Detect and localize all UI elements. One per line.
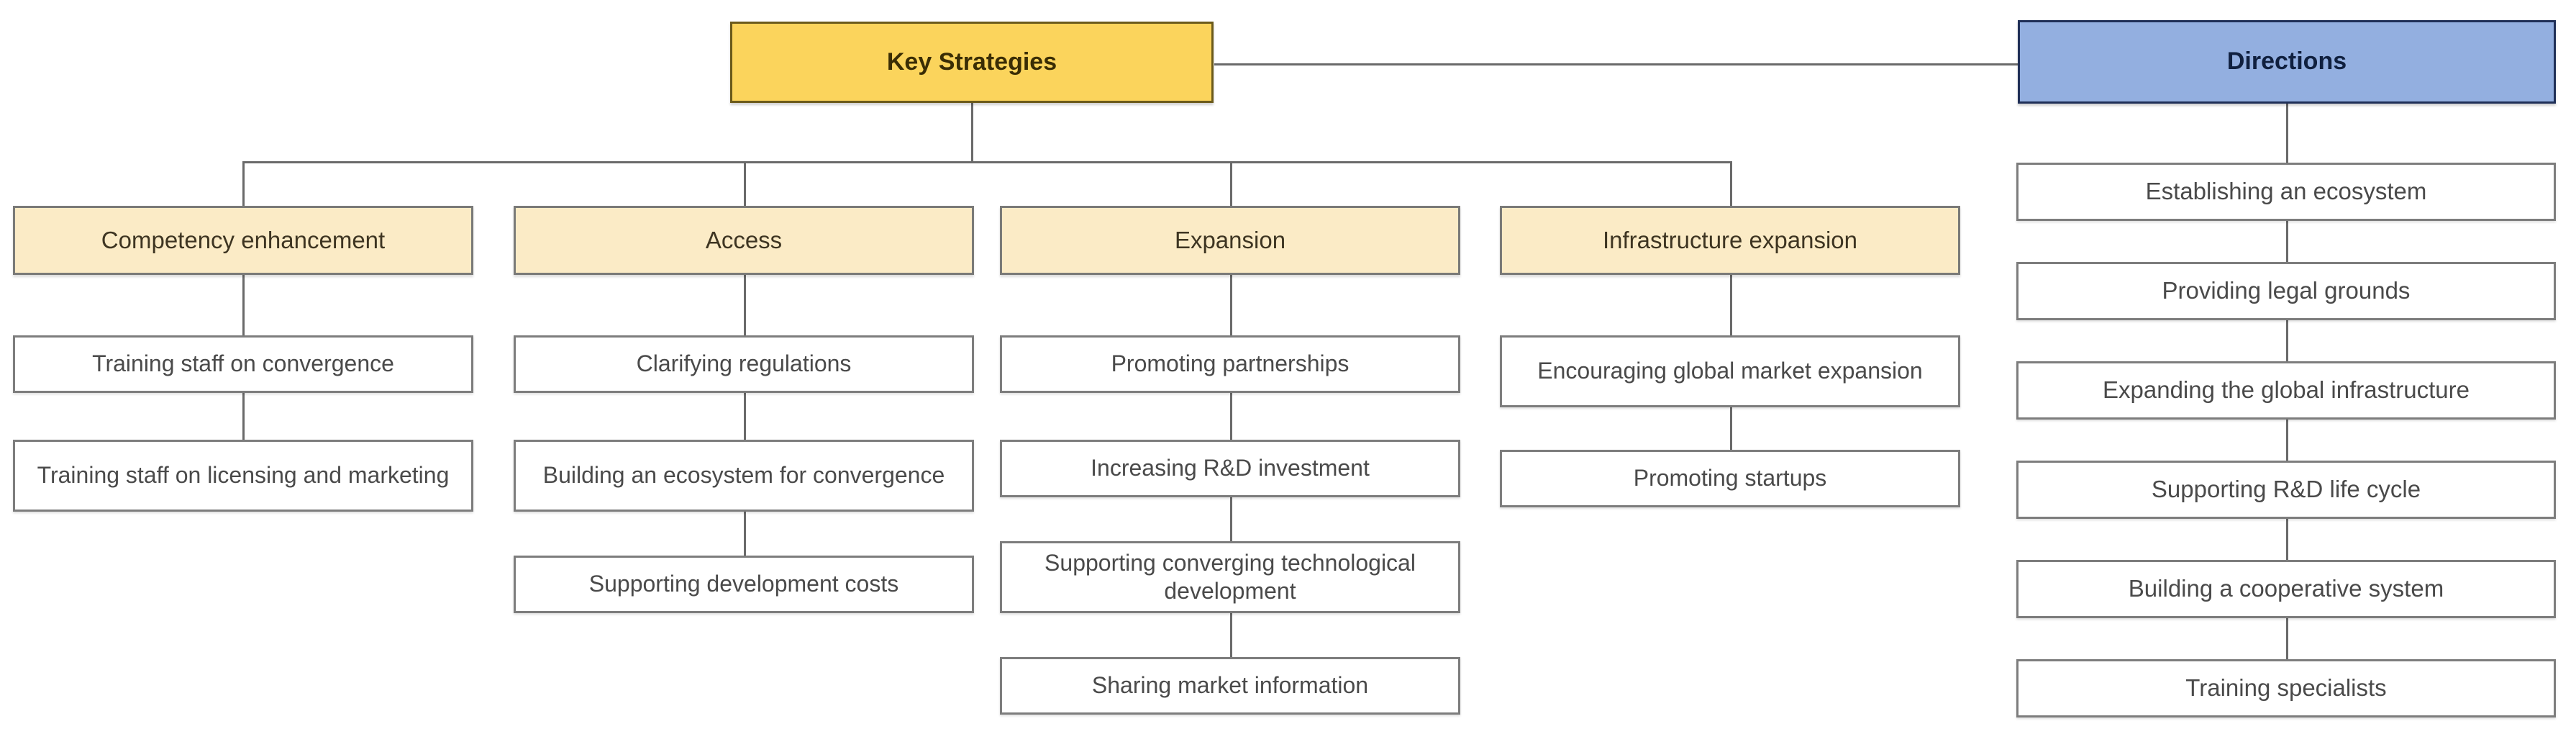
leaf-node-label: Supporting converging technological deve…	[1044, 549, 1416, 604]
leaf-node-label: Promoting partnerships	[1111, 350, 1350, 377]
root-node-directions-label: Directions	[2226, 47, 2347, 76]
leaf-node[interactable]: Supporting converging technological deve…	[1000, 541, 1460, 613]
leaf-node[interactable]: Training staff on licensing and marketin…	[13, 440, 473, 512]
category-header-competency-enhancement[interactable]: Competency enhancement	[13, 206, 473, 275]
category-header-infrastructure-expansion[interactable]: Infrastructure expansion	[1500, 206, 1960, 275]
connector-strategies-to-directions	[1214, 63, 2020, 65]
category-header-label: Competency enhancement	[101, 226, 386, 253]
leaf-node-label: Encouraging global market expansion	[1537, 358, 1923, 384]
leaf-node-label: Training staff on licensing and marketin…	[37, 462, 450, 489]
leaf-node-label: Clarifying regulations	[636, 350, 852, 377]
direction-node-label: Expanding the global infrastructure	[2103, 376, 2470, 404]
leaf-node-label: Building an ecosystem for convergence	[542, 462, 945, 489]
direction-node-label: Building a cooperative system	[2128, 575, 2444, 602]
leaf-node[interactable]: Training staff on convergence	[13, 335, 473, 393]
direction-node[interactable]: Establishing an ecosystem	[2016, 163, 2556, 221]
root-node-key-strategies[interactable]: Key Strategies	[730, 22, 1214, 103]
category-header-label: Expansion	[1174, 226, 1286, 253]
connector-drop-col2	[744, 161, 746, 206]
connector-category-bus	[242, 161, 1731, 163]
leaf-node[interactable]: Promoting partnerships	[1000, 335, 1460, 393]
leaf-node[interactable]: Building an ecosystem for convergence	[514, 440, 974, 512]
root-node-key-strategies-label: Key Strategies	[886, 47, 1057, 76]
leaf-node[interactable]: Sharing market information	[1000, 657, 1460, 715]
connector-spine-col2	[744, 273, 746, 590]
leaf-node[interactable]: Clarifying regulations	[514, 335, 974, 393]
category-header-label: Access	[705, 226, 783, 253]
direction-node-label: Training specialists	[2185, 674, 2387, 702]
connector-drop-col3	[1230, 161, 1232, 206]
leaf-node[interactable]: Promoting startups	[1500, 450, 1960, 507]
connector-drop-col1	[242, 161, 245, 206]
direction-node[interactable]: Training specialists	[2016, 659, 2556, 717]
direction-node-label: Providing legal grounds	[2162, 277, 2411, 304]
direction-node[interactable]: Building a cooperative system	[2016, 560, 2556, 618]
direction-node[interactable]: Supporting R&D life cycle	[2016, 461, 2556, 519]
leaf-node-label: Promoting startups	[1633, 465, 1827, 492]
leaf-node-label: Supporting development costs	[588, 571, 899, 597]
direction-node[interactable]: Providing legal grounds	[2016, 262, 2556, 320]
leaf-node-label: Sharing market information	[1091, 672, 1369, 699]
category-header-expansion[interactable]: Expansion	[1000, 206, 1460, 275]
leaf-node[interactable]: Encouraging global market expansion	[1500, 335, 1960, 407]
connector-strategies-stem	[971, 101, 973, 163]
direction-node-label: Establishing an ecosystem	[2145, 178, 2427, 205]
direction-node-label: Supporting R&D life cycle	[2151, 476, 2421, 503]
connector-drop-col4	[1730, 161, 1732, 206]
leaf-node[interactable]: Increasing R&D investment	[1000, 440, 1460, 497]
leaf-node-label: Training staff on convergence	[92, 350, 394, 377]
leaf-node[interactable]: Supporting development costs	[514, 556, 974, 613]
leaf-node-label: Increasing R&D investment	[1091, 455, 1370, 481]
root-node-directions[interactable]: Directions	[2018, 20, 2556, 104]
direction-node[interactable]: Expanding the global infrastructure	[2016, 361, 2556, 420]
category-header-access[interactable]: Access	[514, 206, 974, 275]
category-header-label: Infrastructure expansion	[1602, 226, 1858, 253]
